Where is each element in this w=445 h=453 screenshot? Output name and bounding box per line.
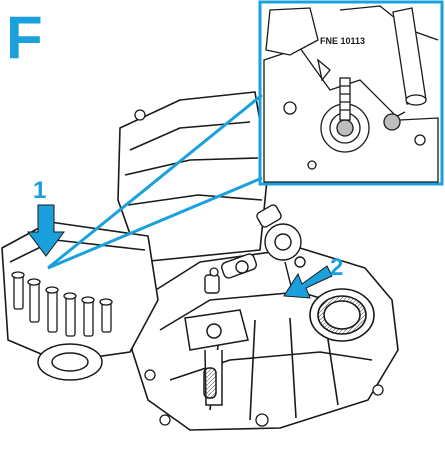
arrow-left-icon bbox=[283, 265, 333, 299]
inset-tool-label: FNE 10113 bbox=[320, 36, 365, 46]
inset-leader-lines bbox=[47, 93, 263, 270]
inset-line-art bbox=[263, 5, 439, 183]
lower-left-flange bbox=[37, 343, 103, 381]
arrow-down-icon bbox=[27, 204, 65, 257]
arrow-1 bbox=[27, 204, 65, 257]
callout-1-label: 1 bbox=[33, 177, 46, 204]
inset-detail-panel: FNE 10113 bbox=[258, 0, 444, 186]
selector-mechanism bbox=[204, 204, 306, 294]
arrow-2 bbox=[283, 265, 333, 299]
clutch-housing-mount bbox=[184, 309, 249, 406]
clutch-housing-opening bbox=[309, 288, 375, 342]
figure-letter: F bbox=[6, 4, 43, 71]
callout-2-label: 2 bbox=[330, 254, 343, 281]
mounting-bolt-holes bbox=[134, 109, 384, 427]
end-cover-bolts bbox=[11, 271, 113, 337]
